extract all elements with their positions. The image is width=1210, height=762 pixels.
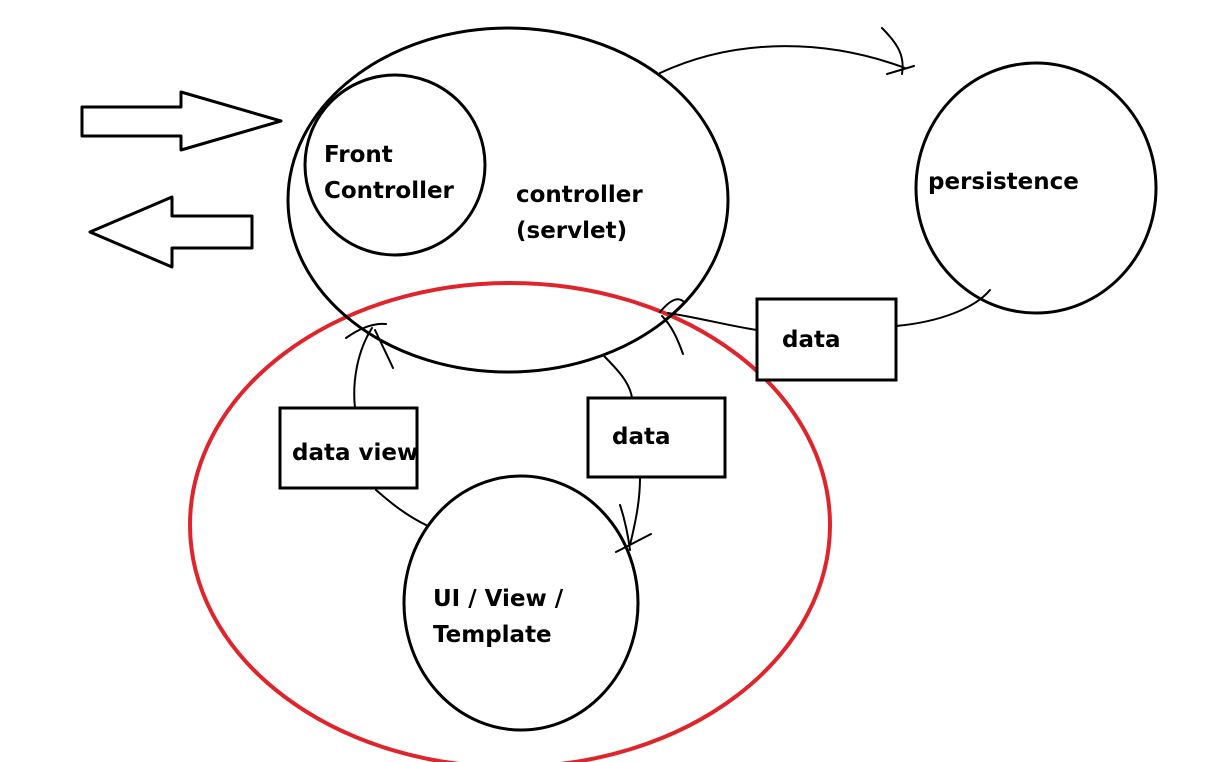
data-to-view-arrowhead-icon — [615, 504, 652, 553]
ui-view-label: UI / View / Template — [433, 586, 571, 648]
persistence-to-data-link — [895, 289, 991, 327]
front-controller-label-line-2: Controller — [324, 178, 455, 204]
data-to-controller-link — [667, 312, 758, 331]
data-box-persistence — [755, 297, 898, 382]
data-view-to-controller-link — [353, 327, 373, 409]
controller-ellipse — [286, 26, 730, 374]
outgoing-block-arrow-icon — [88, 195, 254, 269]
ui-view-label-line-1: UI / View / — [433, 586, 564, 612]
persistence-circle — [914, 61, 1158, 315]
view-to-data-view-link — [375, 489, 429, 527]
data-view-box-label: data view — [292, 440, 418, 466]
data-to-view-link — [629, 477, 641, 546]
controller-to-data-link — [602, 354, 633, 399]
data-view-to-controller-arrowhead-icon — [345, 322, 394, 369]
controller-to-persistence-arrow — [659, 45, 906, 74]
data-box-view — [586, 396, 727, 479]
controller-label-line-2: (servlet) — [516, 218, 627, 244]
data-to-controller-arrowhead-icon — [659, 298, 685, 355]
controller-label: controller (servlet) — [516, 182, 651, 244]
data-box-persistence-label: data — [782, 327, 841, 353]
controller-to-persistence-arrowhead-icon — [881, 27, 915, 75]
front-controller-label: Front Controller — [324, 142, 455, 204]
front-controller-circle — [303, 73, 487, 257]
ui-view-label-line-2: Template — [433, 622, 552, 648]
incoming-block-arrow-icon — [80, 90, 283, 152]
data-view-box — [278, 406, 419, 490]
data-box-view-label: data — [612, 424, 671, 450]
ui-view-circle — [402, 474, 640, 732]
front-controller-label-line-1: Front — [324, 142, 393, 168]
persistence-label: persistence — [928, 169, 1079, 195]
controller-label-line-1: controller — [516, 182, 643, 208]
view-layer-highlight — [188, 281, 832, 762]
